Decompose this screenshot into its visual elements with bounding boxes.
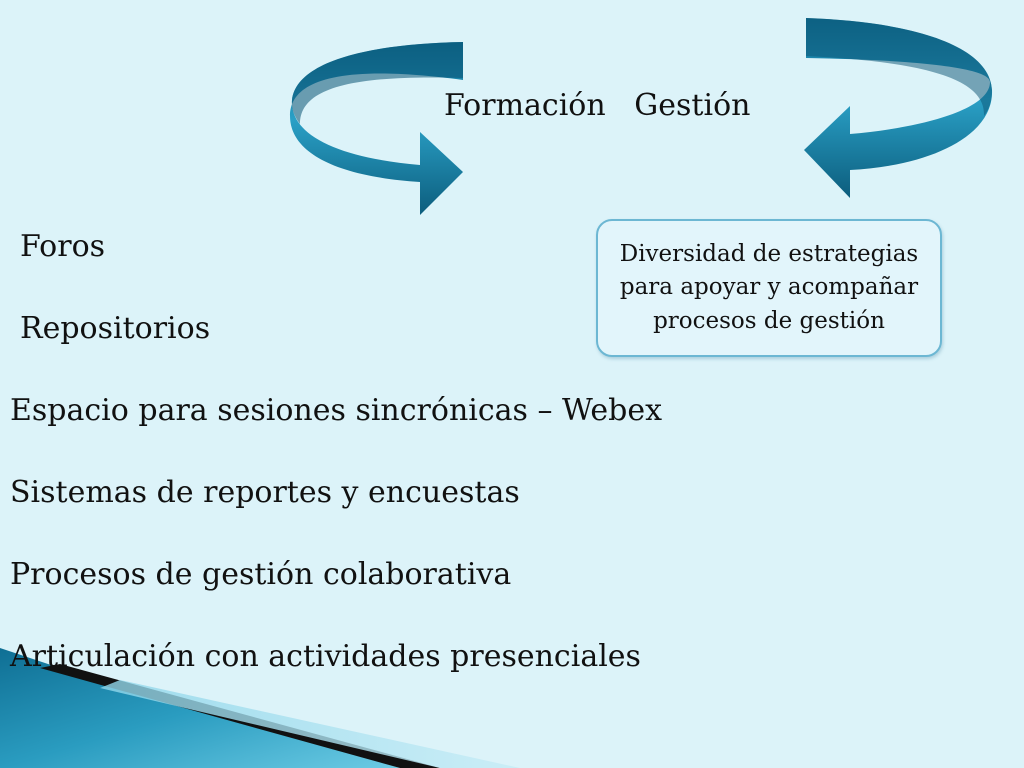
list-item-repositorios: Repositorios xyxy=(20,311,211,346)
cycle-heading: Formación Gestión xyxy=(444,88,751,123)
list-item-gestion: Procesos de gestión colaborativa xyxy=(10,557,512,592)
strategies-box-text: Diversidad de estrategias para apoyar y … xyxy=(619,240,919,334)
list-item-presenciales: Articulación con actividades presenciale… xyxy=(10,639,641,674)
list-item-foros: Foros xyxy=(20,229,106,264)
list-item-reportes: Sistemas de reportes y encuestas xyxy=(10,475,520,510)
strategies-box: Diversidad de estrategias para apoyar y … xyxy=(596,219,942,357)
curved-arrow-right-icon xyxy=(290,42,463,215)
curved-arrow-left-icon xyxy=(804,18,993,198)
list-item-webex: Espacio para sesiones sincrónicas – Webe… xyxy=(10,393,663,428)
